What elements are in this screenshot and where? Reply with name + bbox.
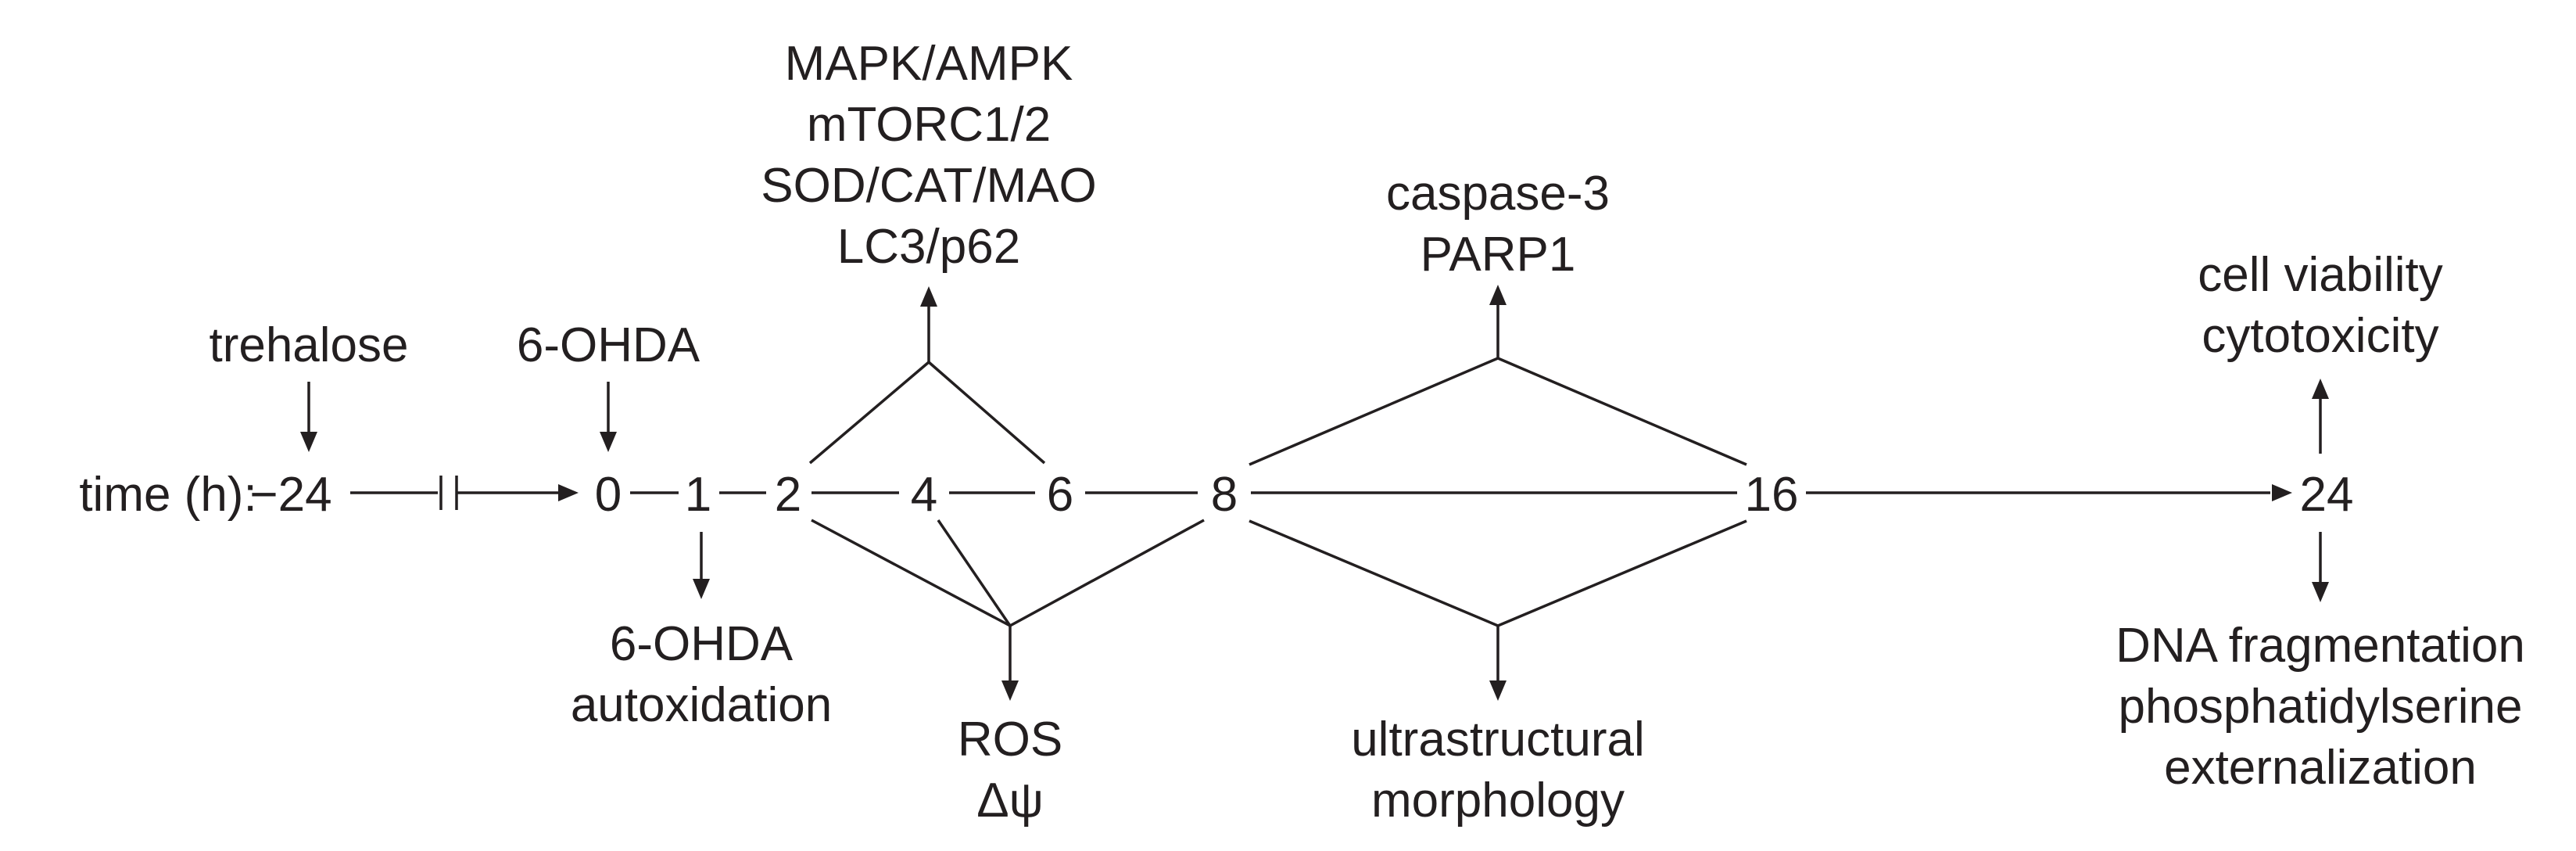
ultra-arrowhead — [1489, 680, 1507, 701]
signaling-bracket-right — [927, 361, 1046, 465]
arrowhead-to-24 — [2272, 484, 2292, 501]
timepoint-24: 24 — [2300, 468, 2354, 522]
ultra-line-2: morphology — [1371, 774, 1625, 828]
autoxidation-arrowhead — [693, 579, 710, 599]
ros-arrowhead — [1001, 680, 1019, 701]
signaling-line-2: mTORC1/2 — [807, 98, 1051, 152]
caspase-bracket-left — [1249, 357, 1499, 466]
axis-label: time (h): — [79, 468, 256, 522]
ohda-label: 6-OHDA — [517, 318, 700, 372]
readout-signaling: MAPK/AMPK mTORC1/2 SOD/CAT/MAO LC3/p62 — [761, 37, 1097, 465]
readout-ros: ROS Δψ — [811, 519, 1205, 828]
readout-viability: cell viability cytotoxicity — [2198, 248, 2443, 454]
ultra-bracket-left — [1249, 519, 1499, 627]
ros-line-2: Δψ — [976, 774, 1044, 828]
readout-apoptosis-markers: caspase-3 PARP1 — [1249, 167, 1747, 466]
signaling-arrowhead — [920, 286, 937, 307]
ultra-line-1: ultrastructural — [1351, 713, 1645, 767]
ohda-arrowhead — [600, 432, 617, 452]
signaling-line-1: MAPK/AMPK — [785, 37, 1073, 91]
timeline-axis: time (h): −24 0 1 2 4 6 8 16 24 — [79, 468, 2353, 522]
caspase-arrowhead — [1489, 285, 1507, 305]
ultra-bracket-right — [1497, 519, 1747, 627]
readout-late-apoptosis: DNA fragmentation phosphatidylserine ext… — [2116, 532, 2525, 795]
signaling-line-3: SOD/CAT/MAO — [761, 159, 1096, 213]
trehalose-label: trehalose — [209, 318, 408, 372]
timepoint-16: 16 — [1745, 468, 1799, 522]
treatment-6-ohda: 6-OHDA — [517, 318, 700, 452]
late-apoptosis-line-2: phosphatidylserine — [2118, 680, 2522, 734]
timepoint-1: 1 — [685, 468, 711, 522]
treatment-trehalose: trehalose — [209, 318, 409, 452]
ros-bracket-from-2 — [811, 519, 1011, 627]
ros-bracket-from-4 — [937, 519, 1012, 627]
autoxidation-line-2: autoxidation — [571, 678, 832, 732]
late-apoptosis-line-3: externalization — [2164, 741, 2477, 795]
autoxidation-line-1: 6-OHDA — [610, 617, 794, 671]
viability-line-1: cell viability — [2198, 248, 2443, 302]
readout-ultrastructure: ultrastructural morphology — [1249, 519, 1747, 828]
signaling-bracket-left — [808, 361, 930, 465]
ros-line-1: ROS — [958, 713, 1062, 767]
readout-autoxidation: 6-OHDA autoxidation — [571, 532, 832, 732]
caspase-line-2: PARP1 — [1421, 228, 1576, 282]
late-apoptosis-line-1: DNA fragmentation — [2116, 619, 2525, 673]
viability-line-2: cytotoxicity — [2202, 309, 2438, 363]
timepoint-minus24: −24 — [249, 468, 331, 522]
timepoint-8: 8 — [1211, 468, 1238, 522]
timepoint-0: 0 — [595, 468, 622, 522]
signaling-line-4: LC3/p62 — [837, 220, 1020, 274]
timepoint-6: 6 — [1047, 468, 1073, 522]
arrowhead-to-0 — [558, 484, 579, 501]
late-apoptosis-arrowhead — [2312, 582, 2329, 602]
ros-bracket-from-8 — [1009, 519, 1205, 627]
trehalose-arrowhead — [300, 432, 317, 452]
caspase-bracket-right — [1497, 357, 1747, 466]
timepoint-4: 4 — [911, 468, 937, 522]
caspase-line-1: caspase-3 — [1386, 167, 1610, 221]
timepoint-2: 2 — [775, 468, 801, 522]
viability-arrowhead — [2312, 379, 2329, 399]
